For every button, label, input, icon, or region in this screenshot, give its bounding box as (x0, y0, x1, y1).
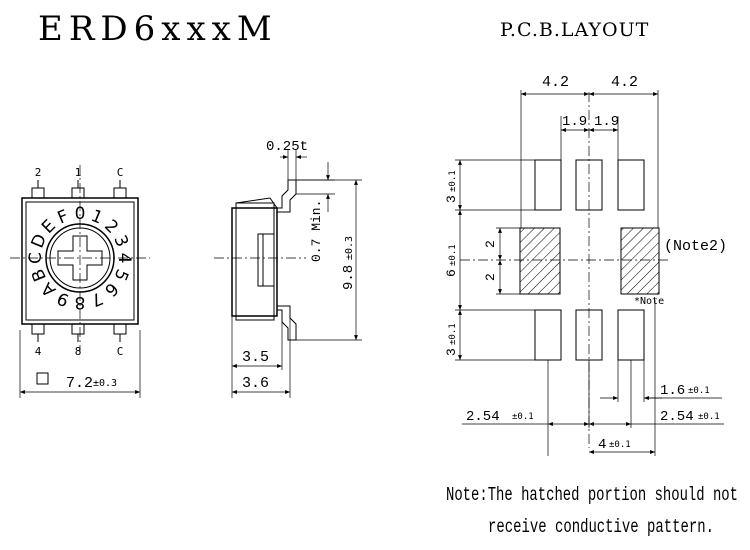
pad (617, 309, 645, 361)
dim-3-top: 3 (444, 195, 459, 203)
pin-label: C (117, 345, 124, 358)
dimension-3-6: 3.6 (242, 375, 269, 392)
dial-character: C (26, 252, 46, 264)
dimension-3-5: 3.5 (242, 349, 269, 366)
tol-6-mid: ±0.1 (448, 244, 458, 266)
height-tolerance: ±0.3 (344, 236, 355, 260)
square-symbol-icon (36, 372, 49, 385)
pin-label: 4 (35, 345, 42, 358)
dial-character: 0 (75, 204, 86, 224)
note-line-1: Note:The hatched portion should not (446, 484, 738, 506)
dim-1-9-right: 1.9 (594, 114, 619, 130)
span-tol: ±0.1 (609, 440, 631, 450)
dim-2-upper: 2 (483, 240, 498, 248)
tol-3-top: ±0.1 (448, 170, 458, 192)
dial-character: 9 (54, 287, 72, 310)
pad (534, 159, 562, 211)
width-tolerance: ±0.3 (93, 378, 117, 389)
dim-1-9-left: 1.9 (562, 114, 587, 130)
hatched-area-left (519, 227, 561, 295)
dial-character: 2 (100, 216, 122, 238)
pcb-layout: 4.2 4.2 1.9 1.9 3 ±0.1 6 ±0.1 3 ±0.1 2 2… (444, 74, 727, 456)
tol-3-bottom: ±0.1 (448, 323, 458, 345)
part-title: ERD6xxxM (38, 9, 278, 49)
pin-label: 1 (75, 166, 82, 179)
thickness-label: 0.25t (266, 139, 308, 155)
pitch-left-dim: 2.54 (466, 409, 500, 425)
pitch-right-tol: ±0.1 (698, 412, 720, 422)
pad-width-dim: 1.6 (660, 383, 685, 399)
dial-character: 5 (109, 266, 132, 284)
pad-width-tol: ±0.1 (688, 386, 710, 396)
min-label: 0.7 Min. (309, 200, 324, 262)
width-dimension: 7.2 (66, 375, 93, 392)
pin-label: C (117, 166, 124, 179)
pad (534, 309, 562, 361)
dial-character: 1 (88, 206, 106, 229)
pin-label: 2 (35, 166, 42, 179)
note-line-2: receive conductive pattern. (488, 516, 714, 538)
dial-character: 8 (75, 292, 86, 312)
dim-2-lower: 2 (483, 273, 498, 281)
pin-label: 8 (75, 345, 82, 358)
hatched-area-right (620, 227, 660, 295)
side-view: 0.25t 0.7 Min. 9.8 ±0.3 (214, 139, 362, 398)
dim-6-mid: 6 (444, 269, 459, 277)
dial-character: F (55, 206, 72, 228)
dial-character: 4 (114, 253, 134, 264)
dim-4-2-left: 4.2 (542, 74, 569, 91)
pad (617, 159, 645, 211)
dial-character: B (28, 266, 51, 284)
height-dimension: 9.8 (341, 265, 357, 290)
pcb-layout-title: P.C.B.LAYOUT (500, 19, 649, 41)
dial-character: 3 (109, 232, 132, 250)
dim-3-bottom: 3 (444, 348, 459, 356)
dial-character: E (38, 216, 60, 238)
pitch-right-dim: 2.54 (660, 409, 694, 425)
dial-character: 6 (100, 278, 122, 300)
note-marker: *Note (634, 296, 664, 307)
dim-4-2-right: 4.2 (611, 74, 638, 91)
span-dim: 4 (598, 437, 606, 453)
dial-character: 7 (88, 287, 106, 310)
note2-label: (Note2) (664, 238, 727, 255)
pitch-left-tol: ±0.1 (512, 412, 534, 422)
